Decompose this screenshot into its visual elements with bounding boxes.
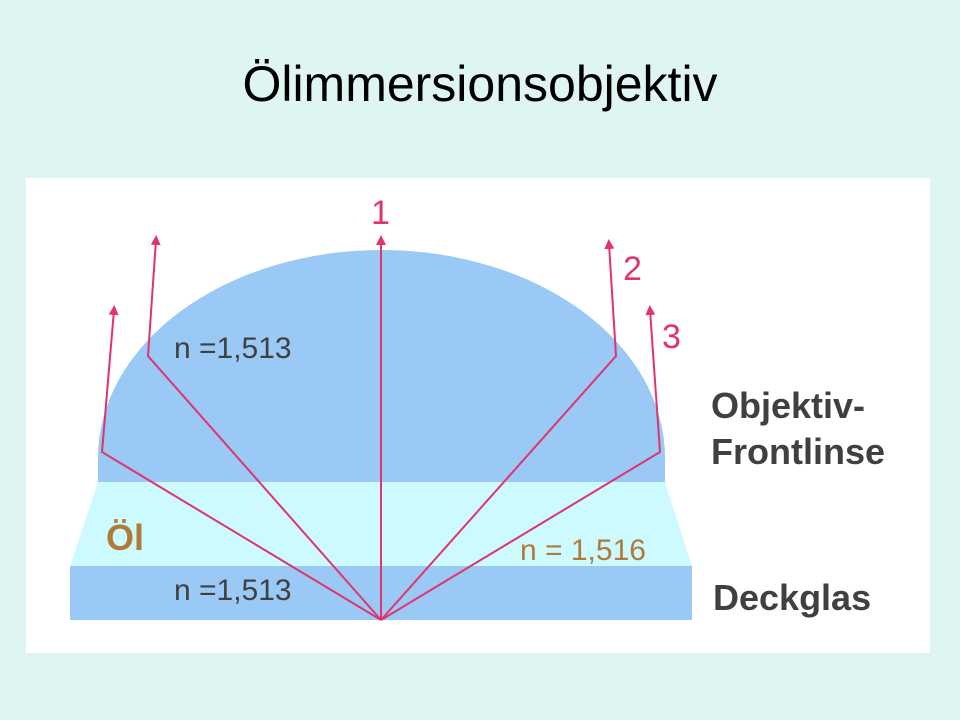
ray-3-label: 3 (662, 318, 681, 356)
diagram-panel: 1 2 3 n =1,513 n = 1,516 n =1,513 Öl Obj… (26, 178, 930, 653)
ray-left-lower (100, 305, 382, 621)
oil-immersion-diagram: 1 2 3 n =1,513 n = 1,516 n =1,513 Öl Obj… (70, 194, 885, 621)
oil-n-label: n = 1,516 (520, 534, 646, 567)
ray-1-label: 1 (371, 194, 390, 232)
ray-2 (380, 239, 618, 621)
oil-label: Öl (106, 517, 144, 558)
coverslip-label: Deckglas (713, 577, 871, 618)
lens-label-line1: Objektiv- (711, 385, 865, 426)
coverslip-n-label: n =1,513 (174, 574, 292, 607)
ray-3 (380, 305, 662, 621)
slide-title: Ölimmersionsobjektiv (242, 56, 718, 112)
ray-left-upper (146, 235, 382, 621)
ray-2-label: 2 (623, 250, 642, 288)
lens-n-label: n =1,513 (174, 332, 292, 365)
lens-label-line2: Frontlinse (711, 431, 885, 472)
